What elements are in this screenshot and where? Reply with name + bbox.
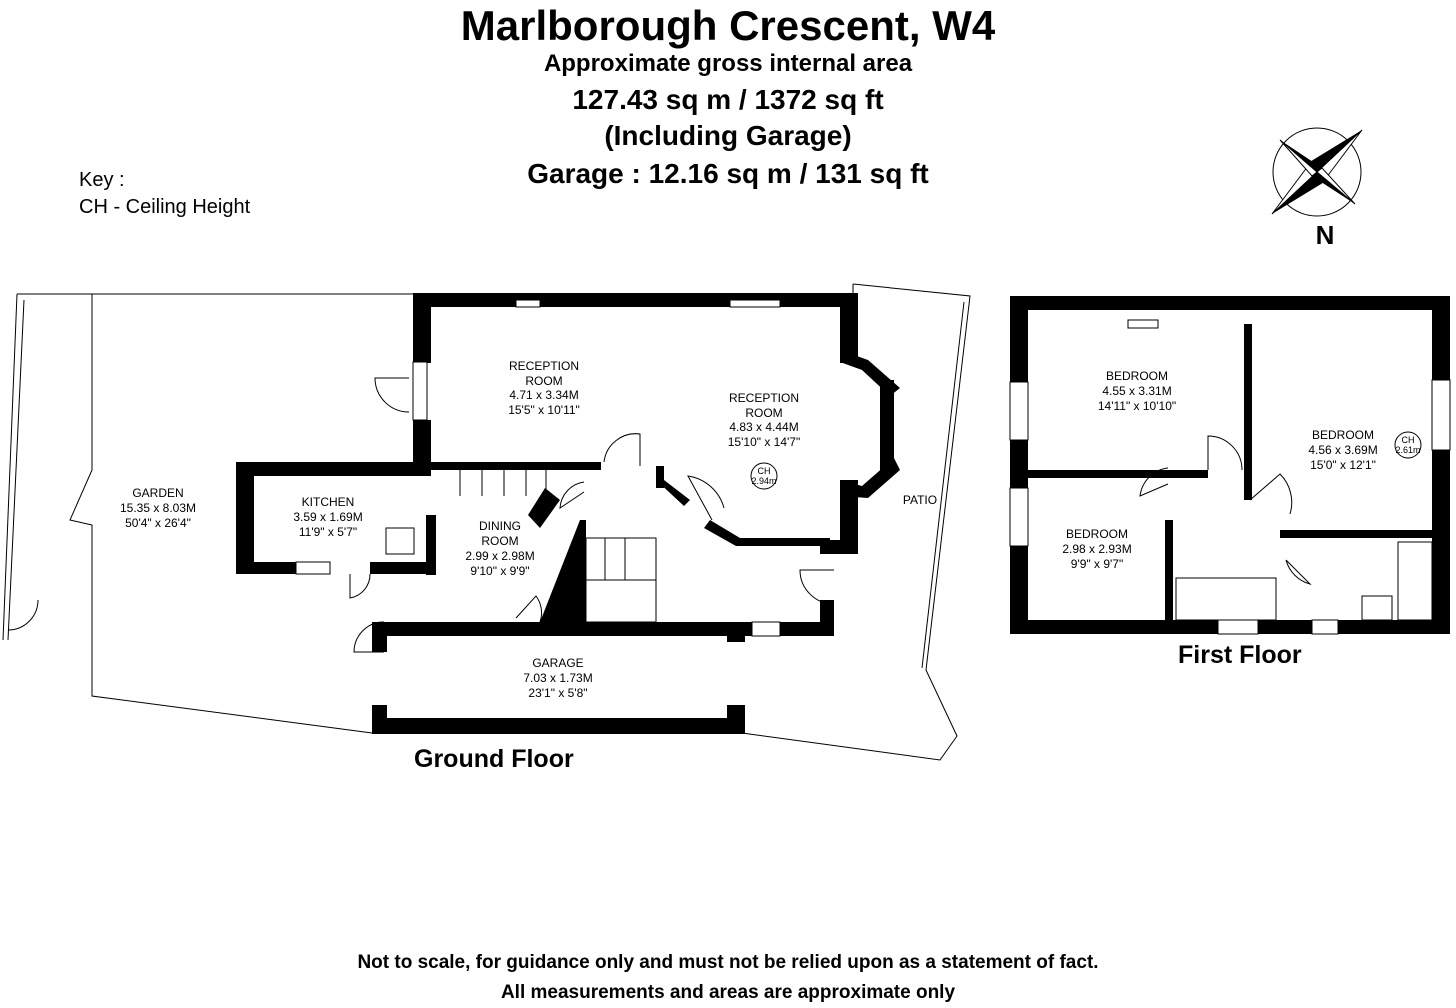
svg-text:50'4" x 26'4": 50'4" x 26'4": [125, 516, 191, 530]
svg-text:15'10" x 14'7": 15'10" x 14'7": [728, 435, 801, 449]
svg-text:KITCHEN: KITCHEN: [302, 495, 355, 509]
svg-text:2.61m: 2.61m: [1395, 445, 1420, 455]
total-area: 127.43 sq m / 1372 sq ft: [572, 84, 884, 115]
room-label-garage: GARAGE 7.03 x 1.73M 23'1" x 5'8": [523, 656, 592, 700]
room-label-bedroom-2: BEDROOM 4.56 x 3.69M 15'0" x 12'1": [1308, 428, 1377, 472]
svg-text:4.83 x 4.44M: 4.83 x 4.44M: [729, 420, 798, 434]
svg-text:CH: CH: [758, 466, 771, 476]
svg-text:ROOM: ROOM: [481, 534, 518, 548]
compass-rose-icon: N: [1271, 127, 1363, 250]
svg-text:4.56 x 3.69M: 4.56 x 3.69M: [1308, 443, 1377, 457]
svg-text:9'9" x 9'7": 9'9" x 9'7": [1071, 557, 1123, 571]
svg-text:23'1" x 5'8": 23'1" x 5'8": [528, 686, 587, 700]
svg-text:2.99 x 2.98M: 2.99 x 2.98M: [465, 549, 534, 563]
garage-area: Garage : 12.16 sq m / 131 sq ft: [527, 158, 929, 189]
svg-text:GARDEN: GARDEN: [132, 486, 183, 500]
room-label-kitchen: KITCHEN 3.59 x 1.69M 11'9" x 5'7": [293, 495, 362, 539]
key-item: CH - Ceiling Height: [79, 196, 251, 218]
svg-text:2.94m: 2.94m: [751, 476, 776, 486]
plan-title: Marlborough Crescent, W4: [460, 2, 996, 49]
svg-text:RECEPTION: RECEPTION: [509, 359, 579, 373]
key-title: Key :: [79, 169, 125, 191]
svg-text:9'10" x 9'9": 9'10" x 9'9": [470, 564, 529, 578]
svg-text:BEDROOM: BEDROOM: [1312, 428, 1374, 442]
garden-outline: [2, 293, 413, 734]
room-label-bedroom-3: BEDROOM 2.98 x 2.93M 9'9" x 9'7": [1062, 527, 1131, 571]
svg-text:14'11" x 10'10": 14'11" x 10'10": [1098, 399, 1176, 413]
disclaimer-line-1: Not to scale, for guidance only and must…: [357, 952, 1099, 973]
svg-text:4.71 x 3.34M: 4.71 x 3.34M: [509, 388, 578, 402]
svg-text:GARAGE: GARAGE: [532, 656, 583, 670]
room-label-reception-room-2: RECEPTION ROOM 4.83 x 4.44M 15'10" x 14'…: [728, 391, 801, 449]
including-garage-note: (Including Garage): [604, 120, 852, 151]
first-floor-label: First Floor: [1178, 641, 1302, 669]
svg-text:15.35 x 8.03M: 15.35 x 8.03M: [120, 501, 196, 515]
room-label-reception-room-1: RECEPTION ROOM 4.71 x 3.34M 15'5" x 10'1…: [508, 359, 580, 417]
ground-floor-label: Ground Floor: [414, 745, 574, 773]
svg-text:BEDROOM: BEDROOM: [1106, 369, 1168, 383]
svg-text:7.03 x 1.73M: 7.03 x 1.73M: [523, 671, 592, 685]
room-label-garden: GARDEN 15.35 x 8.03M 50'4" x 26'4": [120, 486, 196, 530]
svg-text:ROOM: ROOM: [525, 374, 562, 388]
compass-north-label: N: [1316, 220, 1335, 250]
svg-text:CH: CH: [1402, 435, 1415, 445]
room-label-patio: PATIO: [903, 493, 937, 507]
svg-text:11'9" x 5'7": 11'9" x 5'7": [299, 525, 357, 539]
ceiling-height-first: CH 2.61m: [1394, 431, 1422, 459]
svg-text:ROOM: ROOM: [745, 406, 782, 420]
svg-text:3.59 x 1.69M: 3.59 x 1.69M: [293, 510, 362, 524]
area-subtitle: Approximate gross internal area: [543, 50, 913, 77]
svg-text:DINING: DINING: [479, 519, 521, 533]
room-label-bedroom-1: BEDROOM 4.55 x 3.31M 14'11" x 10'10": [1098, 369, 1176, 413]
svg-text:2.98 x 2.93M: 2.98 x 2.93M: [1062, 542, 1131, 556]
svg-text:15'5" x 10'11": 15'5" x 10'11": [508, 403, 580, 417]
disclaimer-line-2: All measurements and areas are approxima…: [500, 982, 956, 1003]
svg-text:PATIO: PATIO: [903, 493, 937, 507]
ceiling-height-ground: CH 2.94m: [750, 462, 778, 490]
svg-text:15'0" x 12'1": 15'0" x 12'1": [1310, 458, 1376, 472]
svg-text:RECEPTION: RECEPTION: [729, 391, 799, 405]
svg-text:BEDROOM: BEDROOM: [1066, 527, 1128, 541]
svg-text:4.55 x 3.31M: 4.55 x 3.31M: [1102, 384, 1171, 398]
first-floor-walls: [1009, 296, 1451, 635]
ground-floor-walls: [236, 293, 900, 734]
room-label-dining-room: DINING ROOM 2.99 x 2.98M 9'10" x 9'9": [465, 519, 534, 578]
